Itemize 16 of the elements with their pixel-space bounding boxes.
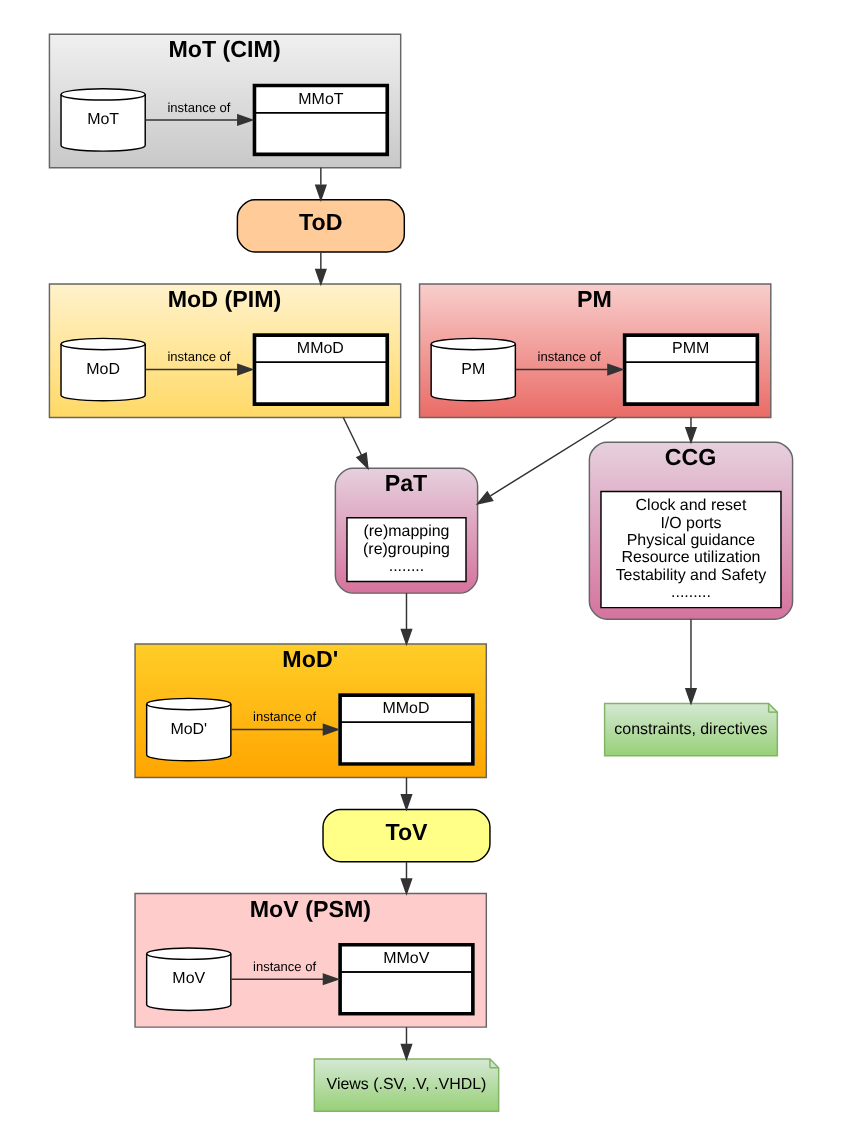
node-box: ToV: [322, 808, 491, 863]
node-box: ToD: [236, 199, 406, 253]
arrow: [230, 723, 341, 736]
arrow: [144, 363, 255, 376]
arrow: [230, 973, 341, 986]
arrow: [475, 416, 618, 505]
arrow: [684, 416, 698, 445]
arrow: [400, 592, 413, 647]
arrow: [314, 167, 327, 202]
arrow: [144, 113, 255, 127]
node-box: Clock and reset I/O ports Physical guidance Resource utilization Testability and Safety .........: [600, 490, 782, 609]
arrow: [314, 251, 327, 287]
arrow: [342, 416, 369, 471]
node-box: (re)mapping (re)grouping ........: [346, 516, 467, 583]
arrow: [515, 363, 625, 376]
arrow: [684, 618, 698, 706]
